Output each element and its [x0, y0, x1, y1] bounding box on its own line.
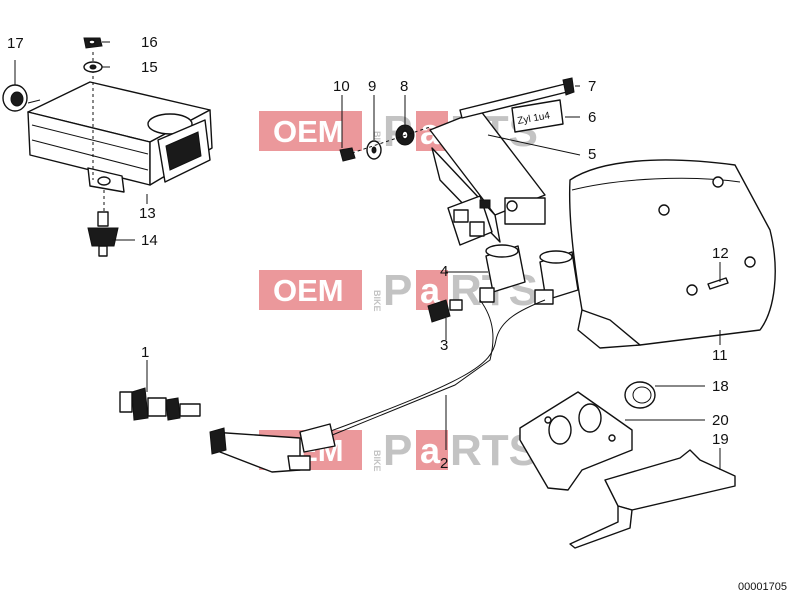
callout-5: 5	[588, 146, 596, 163]
callout-14: 14	[141, 232, 158, 249]
watermark-oem-box	[259, 111, 362, 151]
washer-9	[366, 140, 382, 160]
control-unit	[27, 52, 213, 212]
watermark-oem-text: OEM	[273, 114, 344, 149]
blanking-plug	[624, 381, 656, 409]
callout-1: 1	[141, 344, 149, 361]
watermark-a-box	[416, 430, 448, 470]
watermark-a-text: a	[420, 270, 441, 311]
callout-15: 15	[141, 59, 158, 76]
callout-6: 6	[588, 109, 596, 126]
relay-left	[479, 244, 526, 303]
callout-10: 10	[333, 78, 350, 95]
watermark-oem-text: OEM	[273, 273, 344, 308]
rubber-cap	[2, 84, 28, 112]
callout-16: 16	[141, 34, 158, 51]
callout-7: 7	[588, 78, 596, 95]
support-bracket	[569, 449, 736, 549]
relay-right	[534, 250, 579, 305]
callout-18: 18	[712, 378, 729, 395]
callout-11: 11	[712, 347, 728, 364]
callout-9: 9	[368, 78, 376, 95]
callout-20: 20	[712, 412, 729, 429]
oxygen-sensor	[119, 387, 201, 421]
callout-17: 17	[7, 35, 24, 52]
cover	[568, 159, 776, 349]
watermark-oem-box	[259, 270, 362, 310]
callout-19: 19	[712, 431, 729, 448]
watermark-bike-text: BIKE	[372, 290, 382, 312]
callout-12: 12	[712, 245, 729, 262]
rubber-mount	[87, 211, 119, 257]
relay-bracket	[429, 109, 546, 246]
watermark-p-text: P	[383, 426, 412, 475]
nut-10	[339, 147, 356, 162]
leader-lines	[14, 41, 721, 470]
nut	[83, 37, 103, 49]
callout-4: 4	[440, 263, 448, 280]
callout-13: 13	[139, 205, 156, 222]
watermark-a-text: a	[420, 430, 441, 471]
callout-8: 8	[400, 78, 408, 95]
diagram-number: 00001705	[738, 581, 787, 593]
watermark-bike-text: BIKE	[372, 450, 382, 472]
watermark-p-text: P	[383, 266, 412, 315]
callout-2: 2	[440, 455, 448, 472]
callout-3: 3	[440, 337, 448, 354]
washer	[83, 61, 103, 73]
plug-connector	[427, 299, 463, 323]
cylinder-label: Zyl 1u4	[511, 99, 564, 133]
watermark-middle: OEM BIKE P a RTS	[259, 266, 538, 315]
mounting-plate	[519, 391, 633, 491]
screw	[459, 77, 575, 119]
sensor-cable	[209, 299, 546, 473]
